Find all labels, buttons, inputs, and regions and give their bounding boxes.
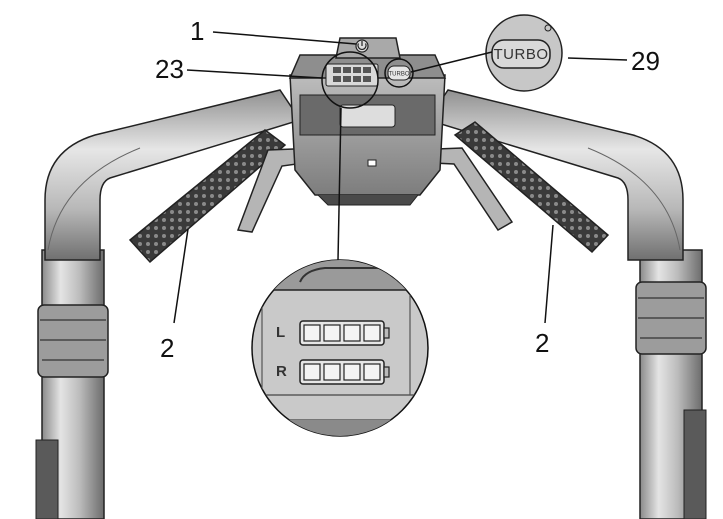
handlebar [44,89,684,261]
turbo-panel-label: TURBO [389,72,410,78]
battery-right-terminal [383,366,390,378]
battery-right-segment [363,363,381,381]
battery-right-segment [323,363,341,381]
left-column [35,249,109,519]
turbo-callout: TURBO [485,14,563,92]
battery-indicator-right [299,359,390,385]
right-column [635,249,707,519]
battery-left-segment [323,324,341,342]
callout-29: 29 [631,46,660,76]
battery-right-segment [303,363,321,381]
panel-battery-segment [343,67,351,73]
callout-1: 1 [190,16,204,46]
battery-indicator-left [299,320,390,346]
turbo-label: TURBO [494,46,549,63]
panel-battery-segment [343,76,351,82]
battery-left-segment [363,324,381,342]
battery-left-segment [343,324,361,342]
panel-battery-segment [333,67,341,73]
control-body [289,74,446,206]
panel-battery-segment [353,67,361,73]
magnified-inset: L R [251,259,429,437]
leader-lines [173,31,628,324]
panel-battery-segment [333,76,341,82]
power-icon [357,41,367,51]
panel-battery-segment [363,67,371,73]
battery-right-segment [343,363,361,381]
battery-row-left-letter: L [276,324,285,341]
battery-row-right-letter: R [276,363,287,380]
callout-2-left: 2 [160,333,174,363]
callout-2-right: 2 [535,328,549,358]
power-button[interactable] [355,39,369,53]
panel-battery-segment [363,76,371,82]
battery-display-panel [321,51,379,109]
handle-left [128,129,327,264]
panel-battery-segment [353,76,361,82]
battery-left-terminal [383,327,390,339]
callout-23: 23 [155,54,184,84]
turbo-button-panel[interactable]: TURBO [384,58,414,88]
battery-left-segment [303,324,321,342]
